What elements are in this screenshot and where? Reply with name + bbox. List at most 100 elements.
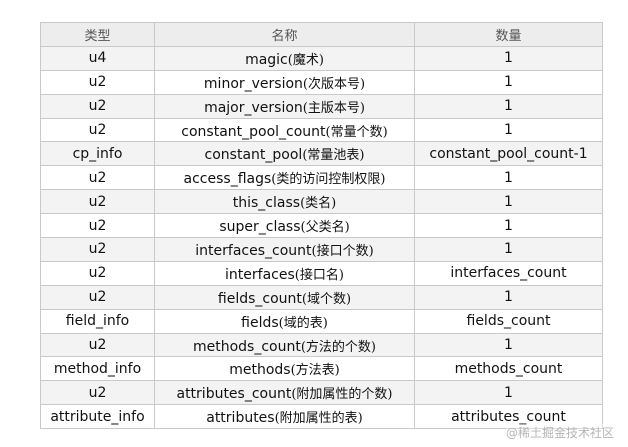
cell-type: u2 bbox=[40, 213, 155, 239]
field-name: interfaces_count bbox=[195, 242, 312, 259]
field-name: this_class bbox=[232, 195, 301, 212]
cell-count: interfaces_count bbox=[414, 260, 603, 286]
field-name: constant_pool bbox=[204, 147, 303, 164]
cell-count: 1 bbox=[414, 284, 603, 310]
field-name: constant_pool_count bbox=[181, 123, 326, 140]
cell-count: 1 bbox=[414, 332, 603, 358]
table-row: u4 magic(魔术) 1 bbox=[40, 45, 603, 71]
cell-type: u2 bbox=[40, 93, 155, 119]
field-name: access_flags bbox=[183, 171, 272, 188]
header-type: 类型 bbox=[40, 22, 155, 47]
cell-type: attribute_info bbox=[40, 404, 155, 430]
field-description: (类名) bbox=[300, 196, 337, 212]
cell-type: u2 bbox=[40, 332, 155, 358]
field-name: magic bbox=[245, 51, 288, 68]
field-name: fields_count bbox=[217, 290, 302, 307]
cell-type: field_info bbox=[40, 308, 155, 334]
cell-count: 1 bbox=[414, 237, 603, 262]
cell-count: attributes_count bbox=[414, 404, 603, 430]
field-description: (类的访问控制权限) bbox=[271, 172, 386, 188]
cell-type: cp_info bbox=[40, 141, 155, 167]
field-name: interfaces bbox=[225, 266, 295, 283]
cell-name: super_class(父类名) bbox=[154, 213, 415, 239]
header-count: 数量 bbox=[414, 22, 603, 47]
cell-count: methods_count bbox=[414, 356, 603, 382]
cell-type: u2 bbox=[40, 189, 155, 215]
field-description: (魔术) bbox=[287, 52, 324, 68]
cell-name: fields(域的表) bbox=[154, 308, 415, 334]
cell-name: access_flags(类的访问控制权限) bbox=[154, 165, 415, 191]
cell-count: 1 bbox=[414, 45, 603, 71]
cell-name: attributes_count(附加属性的个数) bbox=[154, 380, 415, 406]
cell-name: constant_pool_count(常量个数) bbox=[154, 117, 415, 143]
field-name: super_class bbox=[219, 219, 301, 236]
cell-count: 1 bbox=[414, 380, 603, 406]
cell-type: u2 bbox=[40, 260, 155, 286]
field-description: (常量池表) bbox=[302, 148, 365, 164]
field-description: (附加属性的表) bbox=[274, 411, 363, 427]
cell-count: constant_pool_count-1 bbox=[414, 141, 603, 167]
field-description: (次版本号) bbox=[302, 76, 366, 92]
cell-name: methods(方法表) bbox=[154, 356, 415, 382]
cell-type: u2 bbox=[40, 237, 155, 262]
field-description: (方法的个数) bbox=[300, 339, 376, 355]
cell-count: 1 bbox=[414, 213, 603, 239]
cell-name: constant_pool(常量池表) bbox=[154, 141, 415, 167]
field-name: minor_version bbox=[203, 75, 303, 92]
cell-name: minor_version(次版本号) bbox=[154, 69, 415, 95]
field-description: (接口个数) bbox=[311, 243, 374, 259]
cell-name: this_class(类名) bbox=[154, 189, 415, 215]
cell-name: attributes(附加属性的表) bbox=[154, 404, 415, 430]
field-description: (域的表) bbox=[278, 315, 328, 331]
cell-name: fields_count(域个数) bbox=[154, 284, 415, 310]
field-name: methods_count bbox=[192, 338, 301, 355]
header-row: 类型 名称 数量 bbox=[40, 22, 603, 47]
cell-type: u2 bbox=[40, 380, 155, 406]
cell-type: u4 bbox=[40, 45, 155, 71]
header-name: 名称 bbox=[154, 22, 415, 47]
cell-type: u2 bbox=[40, 69, 155, 95]
cell-name: major_version(主版本号) bbox=[154, 93, 415, 119]
field-name: attributes bbox=[206, 410, 275, 427]
field-description: (方法表) bbox=[290, 363, 340, 379]
cell-name: interfaces_count(接口个数) bbox=[154, 237, 415, 262]
field-name: methods bbox=[229, 362, 291, 379]
cell-type: method_info bbox=[40, 356, 155, 382]
cell-count: fields_count bbox=[414, 308, 603, 334]
field-name: major_version bbox=[204, 99, 303, 116]
cell-type: u2 bbox=[40, 117, 155, 143]
field-description: (附加属性的个数) bbox=[291, 387, 393, 403]
field-name: fields bbox=[241, 314, 279, 331]
field-description: (主版本号) bbox=[302, 100, 365, 116]
cell-type: u2 bbox=[40, 165, 155, 191]
cell-count: 1 bbox=[414, 69, 603, 95]
field-description: (接口名) bbox=[294, 267, 344, 283]
watermark: @稀土掘金技术社区 bbox=[505, 424, 614, 441]
cell-type: u2 bbox=[40, 284, 155, 310]
field-description: (常量个数) bbox=[325, 124, 388, 140]
field-description: (父类名) bbox=[300, 220, 350, 236]
cell-count: 1 bbox=[414, 93, 603, 119]
field-name: attributes_count bbox=[176, 386, 292, 403]
cell-name: interfaces(接口名) bbox=[154, 260, 415, 286]
cell-name: methods_count(方法的个数) bbox=[154, 332, 415, 358]
field-description: (域个数) bbox=[301, 291, 352, 307]
